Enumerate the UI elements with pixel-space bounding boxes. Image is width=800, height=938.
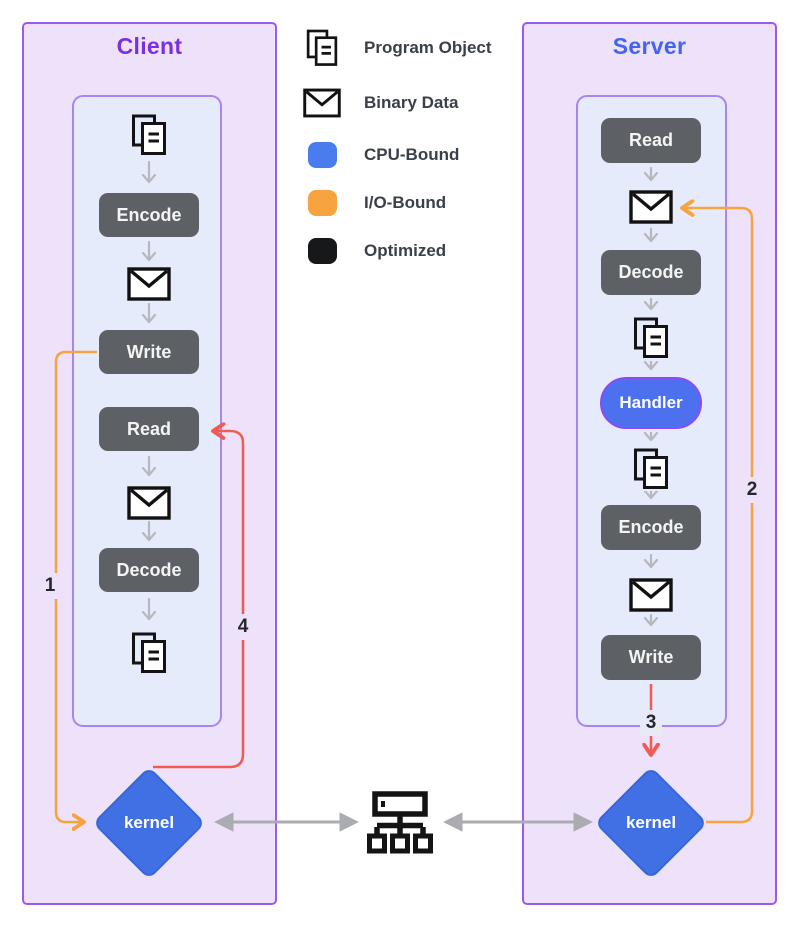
cpu-bound-swatch [302,142,342,168]
flow-arrow-icon [141,456,157,477]
flow-arrow-icon [643,614,659,627]
program-object-icon [634,317,668,358]
client-decode-node: Decode [99,548,199,592]
connector-label-2: 2 [741,477,763,503]
flow-arrow-icon [141,303,157,324]
binary-data-icon [127,267,171,301]
legend-label: Optimized [364,241,447,260]
client-title: Client [116,33,183,59]
program-object-icon [634,448,668,489]
legend-item-io-bound: I/O-Bound [302,186,446,220]
optimized-swatch [302,238,342,264]
flow-arrow-icon [141,241,157,262]
server-title: Server [612,33,687,59]
binary-data-icon [629,578,673,612]
flow-arrow-icon [141,598,157,621]
legend-item-program-object: Program Object [302,29,492,67]
binary-data-icon [629,190,673,224]
flow-arrow-icon [643,361,659,371]
flow-arrow-icon [643,298,659,311]
legend-item-cpu-bound: CPU-Bound [302,138,459,172]
server-read-node: Read [601,118,701,163]
program-object-icon [302,29,342,67]
client-write-node: Write [99,330,199,374]
client-read-node: Read [99,407,199,451]
legend-item-binary-data: Binary Data [302,86,458,120]
flow-arrow-icon [643,228,659,243]
legend-item-optimized: Optimized [302,234,446,268]
network-icon [367,791,433,854]
flow-arrow-icon [141,161,157,184]
binary-data-icon [127,486,171,520]
client-kernel-label: kernel [123,813,175,832]
flow-arrow-icon [141,521,157,542]
flow-arrow-icon [643,491,659,500]
client-encode-node: Encode [99,193,199,237]
server-kernel-node: kernel [594,766,708,880]
program-object-icon [132,632,166,673]
legend-label: CPU-Bound [364,145,460,164]
io-bound-swatch [302,190,342,216]
server-encode-node: Encode [601,505,701,550]
flow-arrow-icon [643,554,659,569]
legend-label: Program Object [364,38,492,57]
binary-data-icon [302,88,342,118]
server-decode-node: Decode [601,250,701,295]
flow-arrow-icon [643,432,659,442]
connector-label-3: 3 [640,710,662,736]
server-kernel-label: kernel [625,813,677,832]
program-object-icon [132,114,166,155]
legend-label: I/O-Bound [364,193,447,212]
server-handler-node: Handler [600,377,702,429]
connector-label-4: 4 [232,614,254,640]
client-kernel-node: kernel [92,766,206,880]
flow-arrow-icon [643,167,659,182]
server-write-node: Write [601,635,701,680]
connector-label-1: 1 [39,573,61,599]
legend-label: Binary Data [364,93,459,112]
